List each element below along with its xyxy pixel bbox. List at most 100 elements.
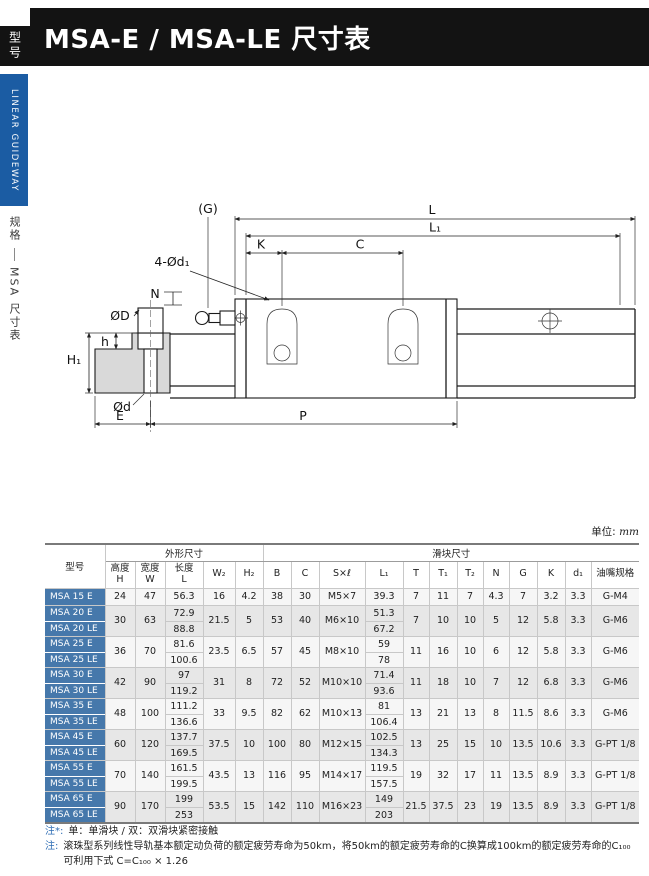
column-header: L₁ <box>364 560 404 589</box>
model-name: MSA 65 LE <box>45 806 105 822</box>
value-cell: 3.3 <box>564 728 592 761</box>
value-cell: 10 <box>234 728 264 761</box>
column-header: T₂ <box>456 560 484 589</box>
note-fatigue-life: 注: 滚珠型系列线性导轨基本额定动负荷的额定疲劳寿命为50km，将50km的额定… <box>45 839 637 869</box>
value-cell: 12 <box>508 666 538 699</box>
dim-leader-OD <box>133 309 140 317</box>
value-cell: 31 <box>202 666 236 699</box>
value-cell: G-M4 <box>590 587 640 606</box>
value-line: 161.5 <box>170 762 198 774</box>
value-cell: 6.5 <box>234 635 264 668</box>
value-cell: M16×23 <box>318 790 366 823</box>
value-cell: 11 <box>402 666 430 699</box>
dim-ext-KC <box>281 250 404 306</box>
value-cell: 25 <box>428 728 458 761</box>
group-header-row: 型号外形尺寸滑块尺寸 <box>45 543 640 589</box>
value-line: 97 <box>177 669 191 681</box>
value-line: 72.9 <box>173 607 195 619</box>
note-text: 滚珠型系列线性导轨基本额定动负荷的额定疲劳寿命为50km，将50km的额定疲劳寿… <box>63 841 631 867</box>
model-name: MSA 15 E <box>45 588 105 605</box>
value-cell: 52 <box>290 666 320 699</box>
value-line: 149 <box>374 793 394 805</box>
value-cell: 4.3 <box>482 587 510 606</box>
value-cell: 90 <box>134 666 166 699</box>
rail-right-segment <box>457 308 636 399</box>
dim-label-H1: H₁ <box>67 352 81 367</box>
model-tab-label: 型号 <box>7 31 22 61</box>
value-cell: 30 <box>104 604 136 637</box>
value-cell: 48 <box>104 697 136 730</box>
value-cell: M6×10 <box>318 604 366 637</box>
column-header: B <box>262 560 292 589</box>
linear-guideway-label: LINEAR GUIDEWAY <box>9 88 19 192</box>
value-line: 71.4 <box>373 669 395 681</box>
sidebar-series-strip: LINEAR GUIDEWAY <box>0 74 28 206</box>
value-line: 169.5 <box>165 744 203 760</box>
value-line: 199 <box>174 793 194 805</box>
model-name: MSA 25 E <box>45 636 105 652</box>
value-cell: 16 <box>428 635 458 668</box>
value-line: 88.8 <box>165 620 203 636</box>
value-cell: 30 <box>290 587 320 606</box>
model-column-header: 型号 <box>45 543 106 589</box>
value-cell: 21.5 <box>402 790 430 823</box>
model-name: MSA 20 LE <box>45 620 105 636</box>
value-cell: 120 <box>134 728 166 761</box>
value-cell: M8×10 <box>318 635 366 668</box>
model-name: MSA 55 LE <box>45 775 105 791</box>
model-name: MSA 35 E <box>45 698 105 714</box>
unit-label: 单位: <box>591 526 616 538</box>
value-cell: 18 <box>428 666 458 699</box>
value-line: 199.5 <box>165 775 203 791</box>
value-cell: 7 <box>508 587 538 606</box>
value-cell: G-M6 <box>590 635 640 668</box>
column-header: W₂ <box>202 560 236 589</box>
value-cell: 38 <box>262 587 292 606</box>
value-line: 203 <box>365 806 403 822</box>
value-line: 67.2 <box>365 620 403 636</box>
dim-ext-L1 <box>245 233 621 305</box>
value-cell: 19 <box>482 790 510 823</box>
value-line: 111.2 <box>170 700 198 712</box>
value-cell: G-M6 <box>590 697 640 730</box>
note-prefix: 注: <box>45 841 59 852</box>
value-cell: 21 <box>428 697 458 730</box>
value-cell: 110 <box>290 790 320 823</box>
value-cell: 21.5 <box>202 604 236 637</box>
value-line: 136.6 <box>165 713 203 729</box>
value-cell: 7 <box>402 587 430 606</box>
value-line: 39.3 <box>373 591 395 602</box>
dim-label-h: h <box>101 334 109 349</box>
value-line: 137.7 <box>170 731 198 743</box>
value-line: 78 <box>365 651 403 667</box>
value-cell: 23 <box>456 790 484 823</box>
value-cell: 3.3 <box>564 790 592 823</box>
value-cell: 11 <box>482 759 510 792</box>
value-line: 93.6 <box>365 682 403 698</box>
value-cell: G-PT 1/8 <box>590 790 640 823</box>
value-cell: 116 <box>262 759 292 792</box>
value-cell: G-PT 1/8 <box>590 728 640 761</box>
note-asterisk: 注*: 单：单滑块 / 双：双滑块紧密接触 <box>45 824 637 839</box>
dim-ext-EP <box>94 396 458 428</box>
value-line: 56.3 <box>173 591 195 602</box>
value-cell: 11 <box>402 635 430 668</box>
value-cell: 6.8 <box>536 666 566 699</box>
value-cell: 56.3 <box>164 587 204 606</box>
note-prefix: 注*: <box>45 826 64 837</box>
notes-region: 注*: 单：单滑块 / 双：双滑块紧密接触 注: 滚珠型系列线性导轨基本额定动负… <box>45 824 637 869</box>
value-cell: 3.3 <box>564 759 592 792</box>
value-line: 59 <box>377 638 391 650</box>
